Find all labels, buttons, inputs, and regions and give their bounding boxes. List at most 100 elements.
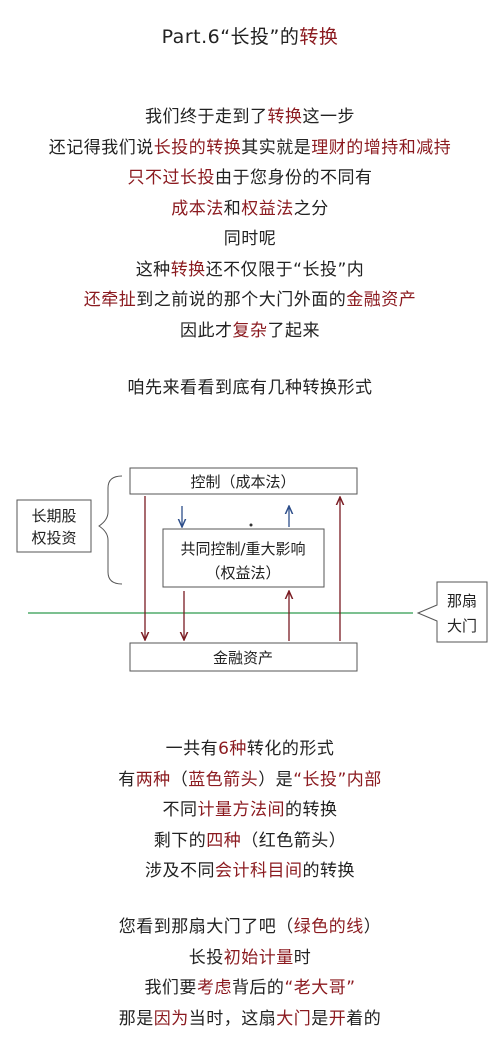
- financial-asset-box: 金融资产: [129, 642, 358, 672]
- text-line: 一共有6种转化的形式: [0, 734, 500, 765]
- lte-label-line-2: 权投资: [31, 529, 76, 547]
- highlighted-text: 考虑: [196, 978, 232, 998]
- text-segment: 因此才: [180, 320, 233, 341]
- text-line: 这种转换还不仅限于“长投”内: [0, 255, 500, 286]
- text-segment: ）是: [258, 769, 294, 790]
- text-segment: 一共有: [165, 739, 219, 759]
- financial-asset-label: 金融资产: [213, 649, 273, 667]
- text-line: 咱先来看看到底有几种转换形式: [0, 373, 500, 404]
- highlighted-text: 两种: [135, 769, 171, 790]
- highlighted-text: 理财的增持和减持: [311, 137, 452, 158]
- text-line: 那是因为当时，这扇大门是开着的: [0, 1004, 500, 1035]
- gate-label-line-2: 大门: [447, 617, 477, 635]
- highlighted-text: 复杂: [232, 320, 268, 341]
- highlighted-text: 转换: [170, 259, 206, 280]
- text-line: 不同计量方法间的转换: [0, 795, 500, 826]
- text-segment: 这一步: [302, 107, 355, 127]
- lead-in-paragraph: 咱先来看看到底有几种转换形式: [0, 373, 500, 404]
- text-segment: 同时呢: [223, 229, 277, 249]
- control-cost-method-label: 控制（成本法）: [190, 473, 295, 491]
- intro-paragraph: 我们终于走到了转换这一步还记得我们说长投的转换其实就是理财的增持和减持只不过长投…: [0, 102, 500, 346]
- text-segment: 咱先来看看到底有几种转换形式: [127, 378, 373, 398]
- text-segment: 是: [311, 1008, 329, 1029]
- highlighted-text: 长投的转换: [153, 137, 242, 158]
- text-segment: （红色箭头）: [241, 830, 347, 851]
- highlighted-text: 蓝色箭头: [188, 769, 259, 790]
- highlighted-text: 绿色的线: [293, 917, 364, 937]
- gate-label-line-1: 那扇: [447, 592, 477, 610]
- highlighted-text: 权益法: [241, 198, 294, 219]
- highlighted-text: 只不过长投: [127, 168, 215, 188]
- text-line: 成本法和权益法之分: [0, 194, 500, 225]
- text-segment: 了起来: [267, 320, 320, 341]
- text-segment: 有: [118, 769, 136, 790]
- text-line: 还牵扯到之前说的那个大门外面的金融资产: [0, 285, 500, 316]
- text-line: 还记得我们说长投的转换其实就是理财的增持和减持: [0, 133, 500, 164]
- joint-control-equity-method-box: 共同控制/重大影响 （权益法）: [162, 528, 325, 588]
- joint-control-label-line-1: 共同控制/重大影响: [180, 540, 305, 558]
- summary-paragraph: 一共有6种转化的形式有两种（蓝色箭头）是“长投”内部不同计量方法间的转换剩下的四…: [0, 734, 500, 887]
- text-line: 同时呢: [0, 224, 500, 255]
- text-segment: 那是: [118, 1008, 154, 1029]
- text-segment: 到之前说的那个大门外面的: [136, 290, 347, 310]
- highlighted-text: 因为: [153, 1008, 189, 1029]
- text-line: 因此才复杂了起来: [0, 316, 500, 347]
- joint-control-label-line-2: （权益法）: [205, 564, 280, 582]
- text-segment: 长投: [188, 947, 224, 968]
- text-segment: 我们终于走到了: [145, 107, 268, 127]
- text-segment: 其实就是: [241, 137, 312, 158]
- text-segment: 您看到那扇大门了吧（: [118, 917, 294, 937]
- grouping-bracket: [98, 475, 123, 585]
- highlighted-text: 还牵扯: [83, 290, 137, 310]
- stray-dot: [249, 523, 253, 527]
- text-line: 我们终于走到了转换这一步: [0, 102, 500, 133]
- text-line: 剩下的四种（红色箭头）: [0, 826, 500, 857]
- highlighted-text: 成本法: [171, 198, 224, 219]
- text-segment: 还不仅限于“长投”内: [205, 259, 365, 280]
- text-line: 我们要考虑背后的“老大哥”: [0, 973, 500, 1004]
- text-segment: 当时，这扇: [188, 1008, 277, 1029]
- title-highlight: 转换: [299, 26, 339, 48]
- gate-callout: 那扇 大门: [416, 581, 488, 643]
- gate-paragraph: 您看到那扇大门了吧（绿色的线）长投初始计量时我们要考虑背后的“老大哥”那是因为当…: [0, 912, 500, 1034]
- conversion-diagram: 长期股 权投资 控制（成本法） 共同控制/重大影响 （权益法） 那扇 大门 金融…: [16, 467, 488, 672]
- long-term-equity-investment-label: 长期股 权投资: [16, 499, 92, 553]
- text-segment: ）: [363, 917, 382, 937]
- text-segment: 还记得我们说: [48, 137, 154, 158]
- text-segment: 我们要: [144, 978, 197, 998]
- lte-label-line-1: 长期股: [31, 507, 76, 525]
- text-line: 只不过长投由于您身份的不同有: [0, 163, 500, 194]
- highlighted-text: “老大哥”: [284, 978, 356, 998]
- text-line: 长投初始计量时: [0, 943, 500, 974]
- text-segment: 时: [293, 947, 312, 968]
- highlighted-text: 金融资产: [346, 290, 417, 310]
- text-line: 您看到那扇大门了吧（绿色的线）: [0, 912, 500, 943]
- text-segment: （: [170, 769, 189, 790]
- text-segment: 由于您身份的不同有: [215, 168, 373, 188]
- highlighted-text: 开: [328, 1008, 347, 1029]
- text-segment: 着的: [346, 1008, 382, 1029]
- text-segment: 涉及不同: [145, 861, 215, 881]
- highlighted-text: 会计科目间: [215, 861, 303, 881]
- text-segment: 和: [223, 198, 242, 219]
- text-segment: 之分: [293, 198, 329, 219]
- highlighted-text: 四种: [206, 830, 242, 851]
- text-segment: 这种: [135, 259, 171, 280]
- text-segment: 转化的形式: [246, 739, 335, 759]
- highlighted-text: “长投”内部: [293, 769, 382, 790]
- text-segment: 不同: [162, 800, 198, 820]
- text-line: 有两种（蓝色箭头）是“长投”内部: [0, 765, 500, 796]
- text-segment: 的转换: [302, 861, 355, 881]
- highlighted-text: 转换: [267, 107, 303, 127]
- text-line: 涉及不同会计科目间的转换: [0, 856, 500, 887]
- text-segment: 背后的: [231, 978, 285, 998]
- text-segment: 的转换: [285, 800, 338, 820]
- highlighted-text: 大门: [276, 1008, 312, 1029]
- page-title: Part.6“长投”的转换: [0, 22, 500, 49]
- title-prefix: Part.6“长投”的: [161, 26, 300, 48]
- highlighted-text: 计量方法间: [197, 800, 285, 820]
- highlighted-text: 初始计量: [223, 947, 294, 968]
- text-segment: 剩下的: [153, 830, 207, 851]
- highlighted-text: 6种: [218, 739, 247, 759]
- control-cost-method-box: 控制（成本法）: [129, 467, 358, 495]
